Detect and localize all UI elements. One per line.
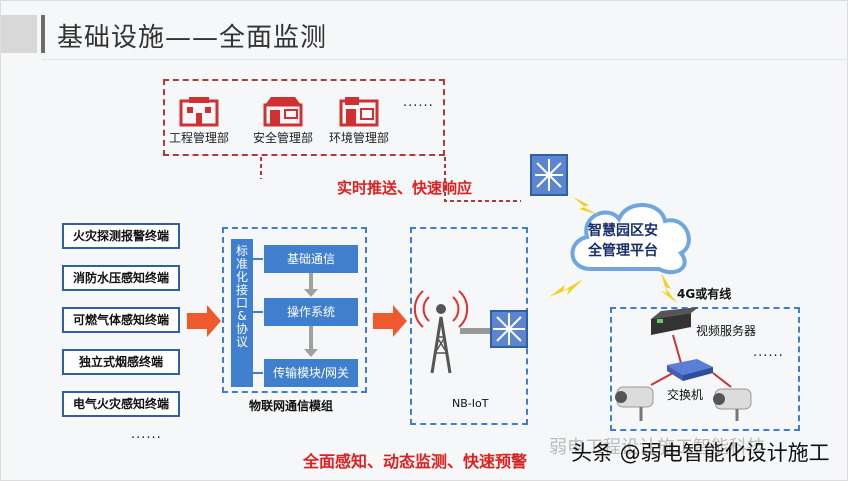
title-accent-grey — [1, 15, 37, 53]
module-basic-comm: 基础通信 — [264, 245, 358, 273]
lightning-icon — [573, 197, 599, 215]
nbiot-box — [410, 227, 528, 425]
cloud-text-line2: 全管理平台 — [587, 242, 658, 259]
terminal-item: 独立式烟感终端 — [62, 349, 180, 375]
watermark: 头条 @弱电智能化设计施工 — [571, 441, 830, 465]
building-icon — [179, 97, 219, 127]
dept-label: 环境管理部 — [328, 131, 389, 145]
link-text: 4G或有线 — [677, 287, 732, 301]
dept-more: ...... — [403, 95, 434, 110]
page-title: 基础设施——全面监测 — [57, 23, 328, 53]
lightning-icon — [661, 273, 677, 303]
shop-icon — [263, 97, 303, 127]
video-box — [610, 307, 800, 431]
shop-icon — [339, 97, 379, 127]
lightning-icon — [549, 279, 583, 297]
switch-label: 交换机 — [667, 388, 704, 402]
watermark-faint: 弱电工程设计施工智能科技 — [549, 437, 765, 458]
bottom-slogan: 全面感知、动态监测、快速预警 — [303, 452, 528, 471]
cloud-text-line1: 智慧园区安 — [587, 222, 658, 239]
arrow-right-icon — [187, 305, 221, 337]
terminal-item: 火灾探测报警终端 — [62, 223, 180, 249]
terminal-item: 消防水压感知终端 — [62, 265, 180, 291]
push-response-text: 实时推送、快速响应 — [337, 179, 473, 197]
module-gateway: 传输模块/网关 — [264, 359, 358, 387]
dept-label: 工程管理部 — [168, 131, 229, 145]
cloud-icon — [570, 203, 691, 275]
video-more: ...... — [753, 345, 784, 360]
departments-box — [163, 79, 445, 156]
arrow-right-icon — [373, 305, 407, 337]
video-server-label: 视频服务器 — [696, 324, 757, 338]
dept-environment: 环境管理部 — [319, 95, 399, 146]
title-divider — [41, 59, 848, 60]
terminals-more: ...... — [131, 427, 162, 442]
dept-engineering: 工程管理部 — [159, 95, 239, 146]
dept-safety: 安全管理部 — [243, 95, 323, 146]
dept-label: 安全管理部 — [252, 131, 313, 145]
interface-protocol-label: 标准化接口&协议 — [231, 239, 253, 387]
terminal-item: 可燃气体感知终端 — [62, 307, 180, 333]
title-accent-dark — [41, 15, 45, 53]
module-os: 操作系统 — [264, 298, 358, 326]
iot-module-caption: 物联网通信模组 — [249, 399, 334, 413]
nbiot-caption: NB-IoT — [452, 397, 489, 410]
terminal-item: 电气火灾感知终端 — [62, 391, 180, 417]
router-icon — [530, 154, 568, 196]
iot-module-box — [222, 227, 367, 393]
